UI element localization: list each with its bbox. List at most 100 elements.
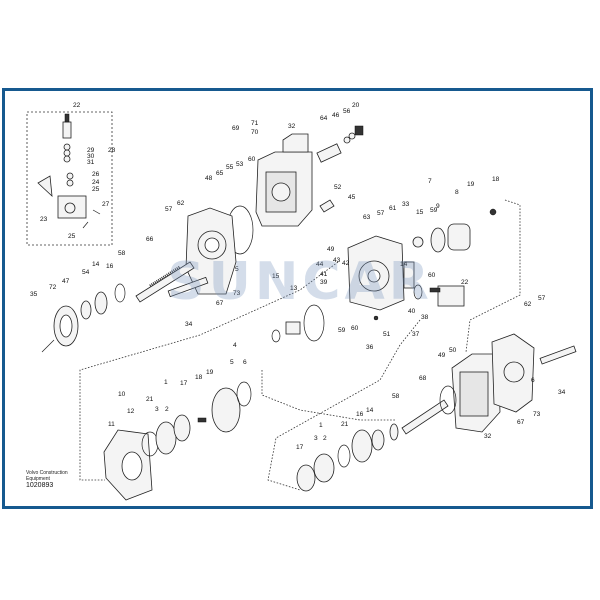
callout-c89: 73: [533, 411, 541, 418]
callout-c45: 61: [389, 205, 397, 212]
callout-c38: 5: [235, 266, 239, 273]
callout-c10: 27: [102, 201, 110, 208]
callout-c29: 66: [146, 236, 154, 243]
callout-c13: 71: [251, 120, 259, 127]
callout-c37: 67: [216, 300, 224, 307]
callout-c40: 34: [185, 321, 193, 328]
inset-detail-box: [26, 111, 113, 246]
second-drive-shaft: [337, 385, 457, 468]
second-pump-housing: [451, 333, 577, 433]
callout-c100: 17: [296, 444, 304, 451]
assembly-dashed-lines: [79, 199, 521, 491]
callout-c92: 32: [484, 433, 492, 440]
callout-c47: 49: [327, 246, 335, 253]
bearing-and-seals: [41, 283, 126, 353]
callout-c55: 51: [383, 331, 391, 338]
callout-c76: 3: [155, 406, 159, 413]
callout-c28: 62: [177, 200, 185, 207]
callout-c62: 18: [492, 176, 500, 183]
callout-c24: 48: [205, 175, 213, 182]
end-cover-flange: [185, 207, 237, 295]
callout-c35: 72: [49, 284, 57, 291]
callout-c31: 16: [106, 263, 114, 270]
callout-c1: 22: [73, 102, 81, 109]
callout-c26: 45: [348, 194, 356, 201]
callout-c30: 58: [118, 250, 126, 257]
publisher-credit: Volvo Construction Equipment: [26, 470, 68, 482]
callout-c32: 14: [92, 261, 100, 268]
callout-c17: 46: [332, 112, 340, 119]
callout-c61: 19: [467, 181, 475, 188]
callout-c82: 12: [127, 408, 135, 415]
callout-c50: 42: [342, 260, 350, 267]
callout-c65: 60: [428, 272, 436, 279]
callout-c23: 65: [216, 170, 224, 177]
relief-valve-parts: [316, 125, 364, 213]
callout-c64: 14: [400, 261, 408, 268]
callout-c94: 14: [366, 407, 374, 414]
callout-c18: 56: [343, 108, 351, 115]
callout-c63: 59: [430, 207, 438, 214]
callout-c7: 24: [92, 179, 100, 186]
callout-c66: 22: [461, 279, 469, 286]
callout-c20: 53: [236, 161, 244, 168]
callout-c5: 31: [87, 159, 95, 166]
callout-c96: 21: [341, 421, 349, 428]
callout-c12: 69: [232, 125, 240, 132]
callout-c39: 73: [233, 290, 241, 297]
callout-c46: 33: [402, 201, 410, 208]
callout-c15: 32: [288, 123, 296, 130]
callout-c90: 67: [517, 419, 525, 426]
regulator: [412, 208, 497, 307]
callout-c71: 57: [538, 295, 546, 302]
callout-c11: 25: [68, 233, 76, 240]
callout-c53: 59: [338, 327, 346, 334]
credit-line-2: Equipment: [26, 476, 50, 482]
callout-c69: 37: [412, 331, 420, 338]
callout-c27: 57: [165, 206, 173, 213]
callout-c59: 9: [436, 203, 440, 210]
callout-c48: 44: [316, 261, 324, 268]
callout-c52: 39: [320, 279, 328, 286]
callout-c60: 15: [416, 209, 424, 216]
credit-line-1: Volvo Construction: [26, 470, 68, 476]
callout-c75: 1: [164, 379, 168, 386]
callout-c51: 41: [320, 271, 328, 278]
callout-c36: 35: [30, 291, 38, 298]
callout-c44: 57: [377, 210, 385, 217]
callout-c57: 7: [428, 178, 432, 185]
callout-c84: 21: [146, 396, 154, 403]
callout-c2: 28: [108, 147, 116, 154]
callout-c43: 63: [363, 214, 371, 221]
callout-c87: 68: [419, 375, 427, 382]
document-number: 1020893: [26, 482, 54, 489]
callout-c22: 60: [248, 156, 256, 163]
callout-c83: 11: [108, 421, 115, 428]
callout-c70: 62: [524, 301, 532, 308]
callout-c3: 29: [87, 147, 95, 154]
callout-c68: 38: [421, 314, 429, 321]
callout-c79: 18: [195, 374, 203, 381]
callout-c98: 3: [314, 435, 318, 442]
callout-c49: 43: [333, 257, 341, 264]
callout-c54: 60: [351, 325, 359, 332]
callout-c9: 23: [40, 216, 48, 223]
callout-c73: 5: [230, 359, 234, 366]
callout-c41: 15: [272, 273, 280, 280]
callout-c4: 30: [87, 153, 95, 160]
callout-c42: 13: [290, 285, 298, 292]
callout-c34: 47: [62, 278, 70, 285]
gear-pump: [347, 235, 423, 311]
callout-c78: 17: [180, 380, 188, 387]
callout-c25: 52: [334, 184, 342, 191]
callout-c93: 16: [356, 411, 364, 418]
callout-c58: 8: [455, 189, 459, 196]
callout-c81: 10: [118, 391, 126, 398]
callout-c6: 26: [92, 171, 100, 178]
callout-c85: 49: [438, 352, 446, 359]
callout-c72: 4: [233, 342, 237, 349]
callout-c56: 36: [366, 344, 374, 351]
callout-c14: 70: [251, 129, 259, 136]
